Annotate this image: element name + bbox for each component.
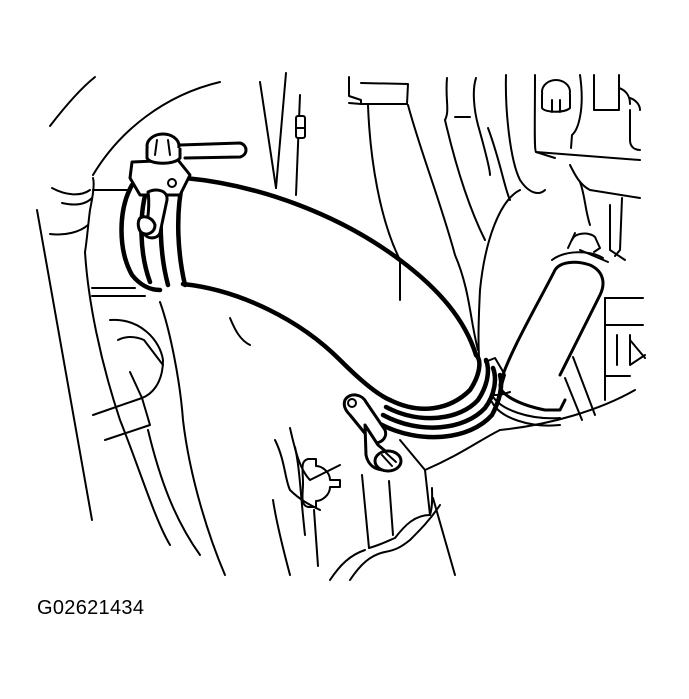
- figure-caption: G02621434: [37, 597, 145, 619]
- left-hose-clamp: [119, 132, 248, 293]
- small-hose-with-clamp: [491, 232, 609, 427]
- right-hose-clamp: [342, 393, 403, 473]
- background-engine-parts: [36, 72, 646, 581]
